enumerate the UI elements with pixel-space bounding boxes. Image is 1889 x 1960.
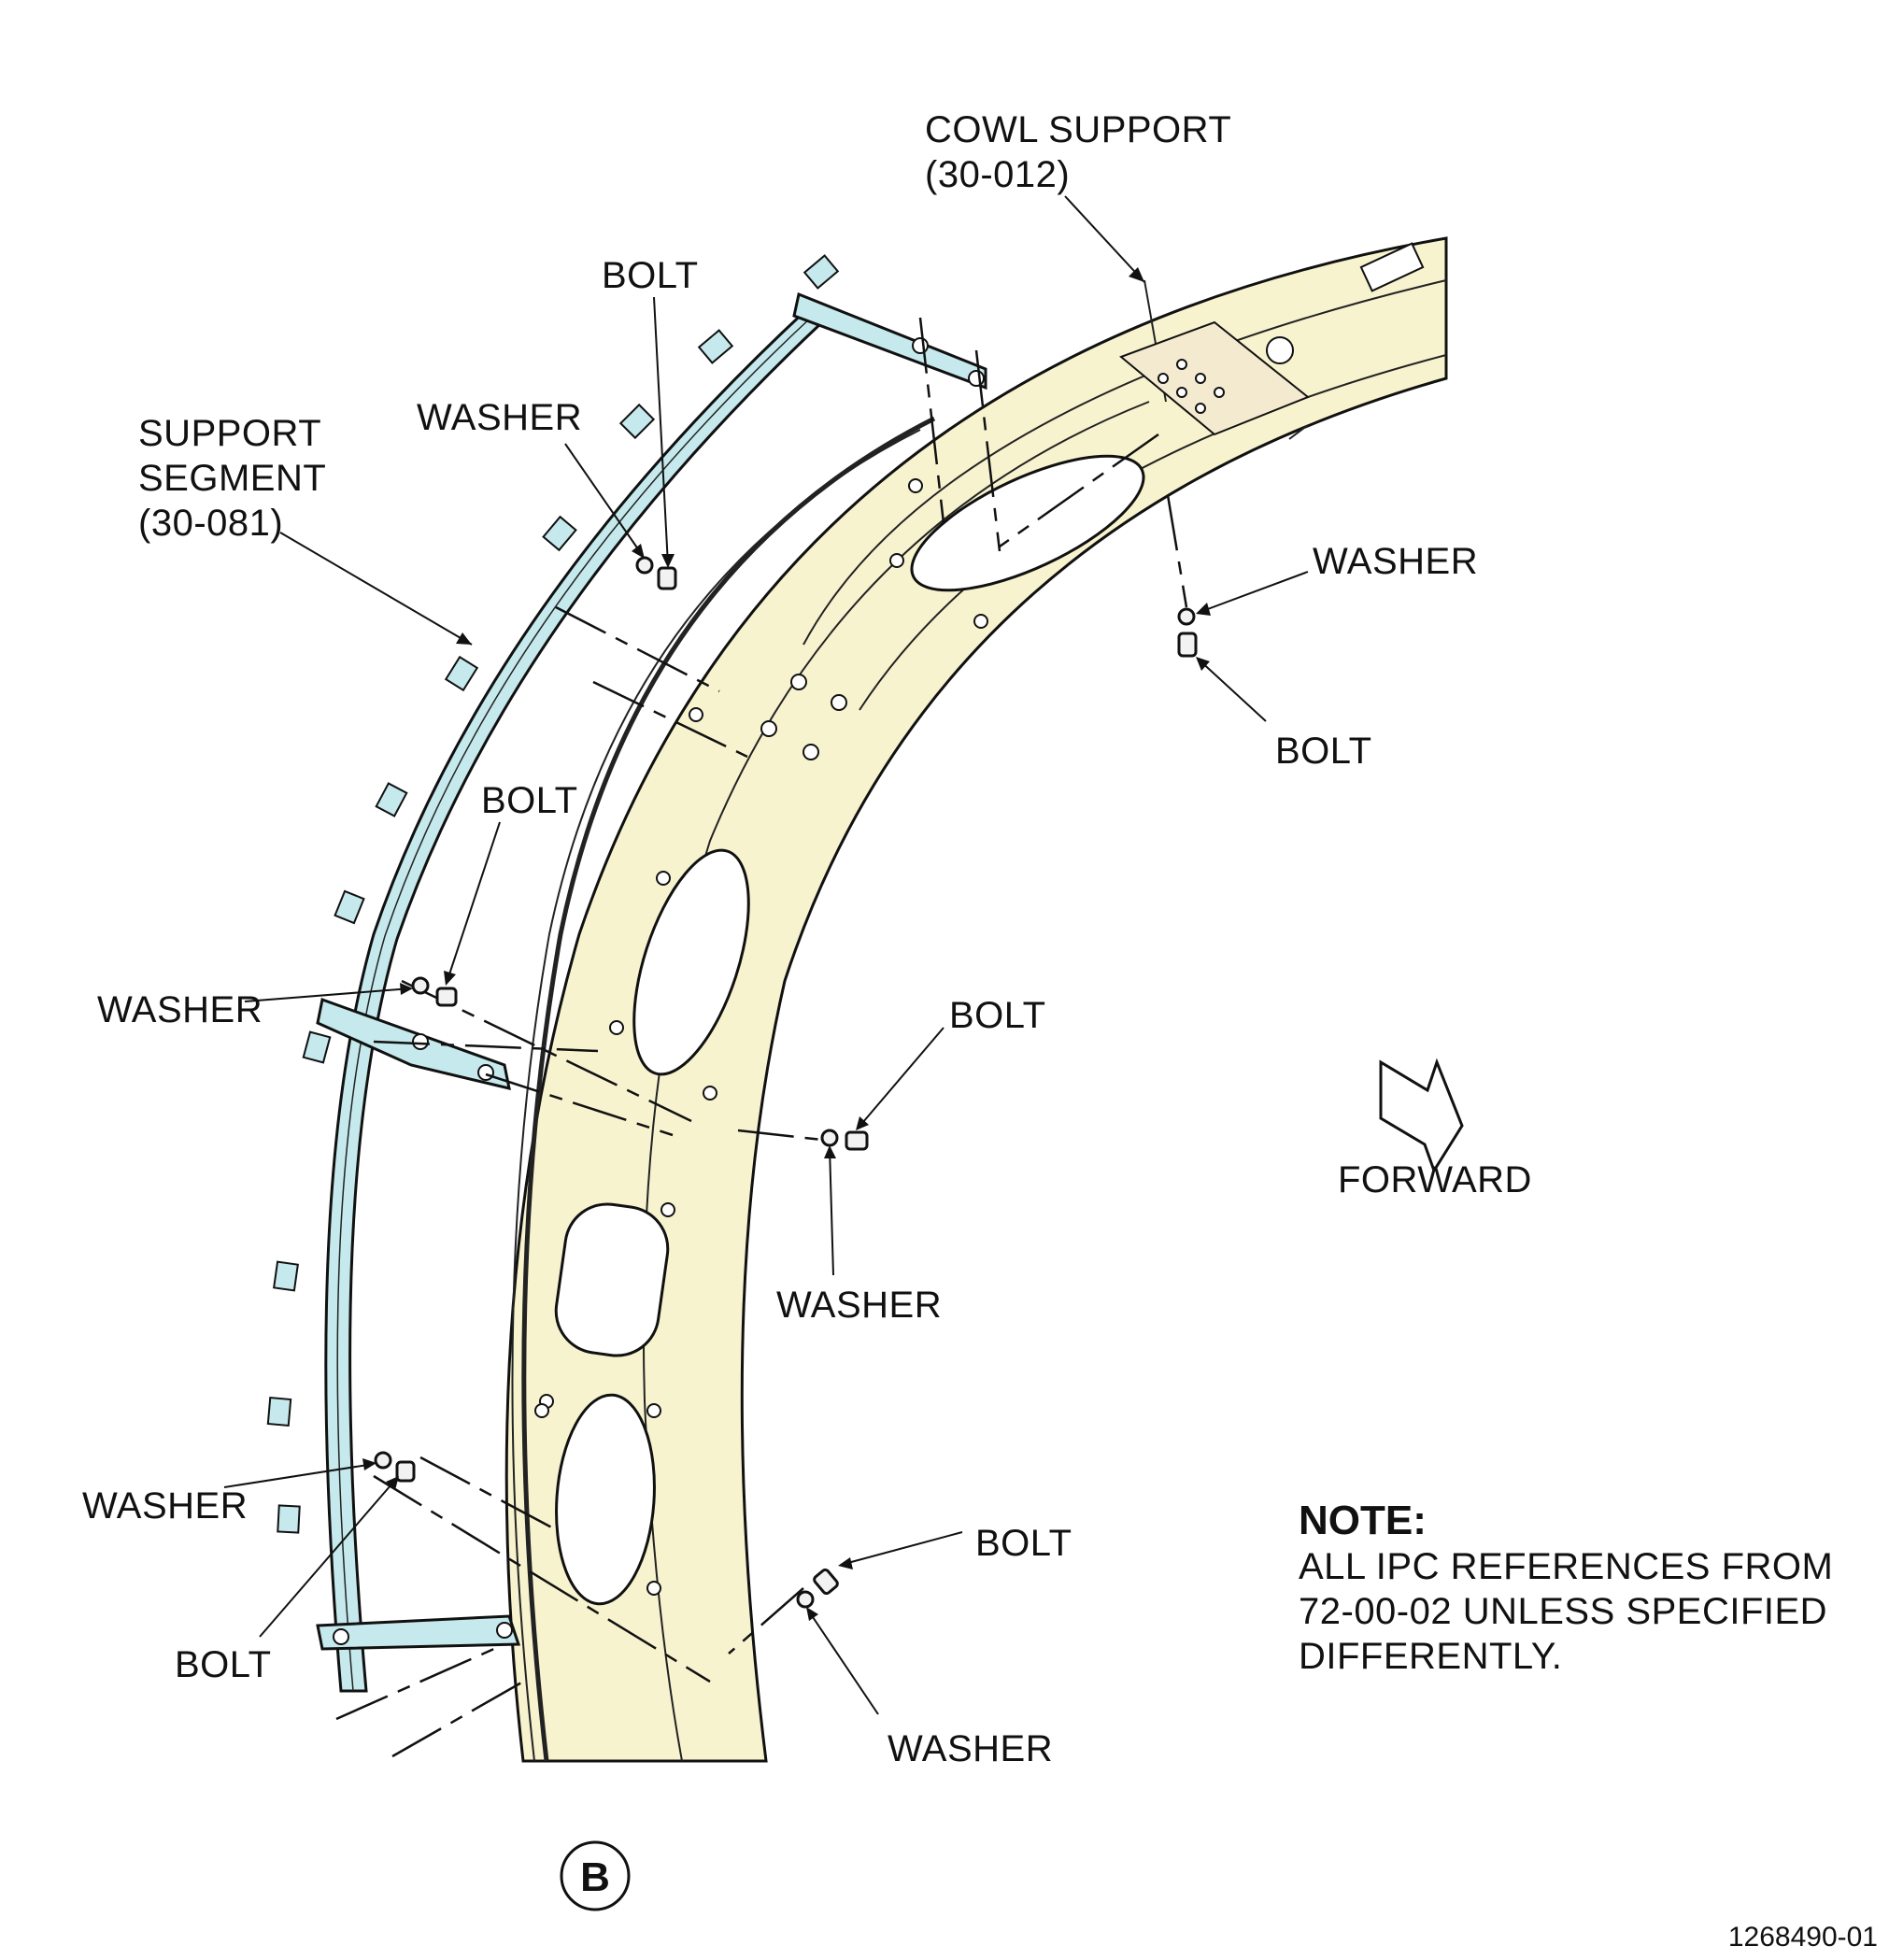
washer-mid-right <box>820 1129 839 1147</box>
bolt-mid-right <box>845 1130 869 1151</box>
ring-seam <box>1288 424 1309 440</box>
low-bracket <box>316 1614 521 1651</box>
leader-lines <box>223 195 1309 1715</box>
callout-cowl-support-name: COWL SUPPORT <box>925 109 1231 150</box>
callout-washer-top: WASHER <box>417 397 582 438</box>
callout-support-segment-line2: SEGMENT <box>138 458 326 499</box>
washer-low-right <box>796 1590 815 1609</box>
bolt-mid-left <box>435 987 458 1007</box>
ring-step-line-2 <box>802 279 1447 646</box>
cowl-support-ring <box>504 236 1448 1763</box>
view-label: B <box>560 1840 631 1911</box>
top-bracket <box>792 291 987 391</box>
support-segment <box>266 254 840 1693</box>
hardware <box>374 556 1198 1609</box>
callout-support-segment-line1: SUPPORT <box>138 413 321 454</box>
callout-cowl-support-ipc: (30-012) <box>925 154 1070 195</box>
callout-washer-mid-left: WASHER <box>97 989 263 1030</box>
bolt-low-right <box>813 1568 839 1596</box>
callout-washer-low-left: WASHER <box>82 1485 248 1527</box>
washer-right-top <box>1177 607 1196 626</box>
ring-bracket <box>1359 242 1425 292</box>
callout-bolt-right-top: BOLT <box>1275 731 1372 772</box>
note-line-2: 72-00-02 UNLESS SPECIFIED <box>1299 1591 1827 1632</box>
lightening-hole <box>910 454 1145 592</box>
callout-bolt-top: BOLT <box>602 255 699 296</box>
callout-bolt-mid-left: BOLT <box>481 780 578 821</box>
note-block: NOTE: ALL IPC REFERENCES FROM 72-00-02 U… <box>1299 1498 1833 1677</box>
bolt-top <box>657 566 677 590</box>
washer-top <box>635 556 654 575</box>
lightening-hole <box>555 1393 656 1606</box>
support-segment-body <box>324 305 825 1693</box>
callout-washer-low-right: WASHER <box>888 1728 1053 1769</box>
view-label-circle <box>560 1840 631 1911</box>
lightening-hole <box>554 1202 670 1357</box>
callout-washer-right-top: WASHER <box>1313 541 1478 582</box>
washer-mid-left <box>411 976 430 995</box>
forward-indicator: FORWARD <box>1338 1058 1532 1200</box>
bolt-right-top <box>1177 632 1198 658</box>
ring-holes <box>534 336 1294 1596</box>
lightening-hole <box>632 848 750 1076</box>
ring-body <box>504 236 1448 1763</box>
segment-tabs <box>266 254 840 1534</box>
forward-arrow-icon <box>1379 1058 1464 1174</box>
assembly-phantom-lines <box>335 317 1188 1758</box>
view-label-letter: B <box>580 1854 610 1900</box>
callout-bolt-mid-right: BOLT <box>949 995 1046 1036</box>
figure-id: 1268490-01 <box>1728 1922 1878 1953</box>
bolt-low-left <box>395 1460 416 1483</box>
callout-bolt-low-left: BOLT <box>175 1644 272 1685</box>
note-title: NOTE: <box>1299 1498 1427 1543</box>
support-segment-inner-edge <box>336 315 814 1692</box>
doubler-plate <box>1119 320 1310 436</box>
washer-low-left <box>374 1451 392 1470</box>
forward-label: FORWARD <box>1338 1159 1532 1200</box>
ring-flange-outer <box>521 416 936 1762</box>
callout-bolt-low-right: BOLT <box>975 1523 1072 1564</box>
note-line-3: DIFFERENTLY. <box>1299 1636 1562 1677</box>
callout-support-segment-ipc: (30-081) <box>138 503 283 544</box>
ring-flange-inner <box>511 429 921 1762</box>
note-line-1: ALL IPC REFERENCES FROM <box>1299 1546 1833 1587</box>
callout-washer-mid-right: WASHER <box>776 1285 942 1326</box>
